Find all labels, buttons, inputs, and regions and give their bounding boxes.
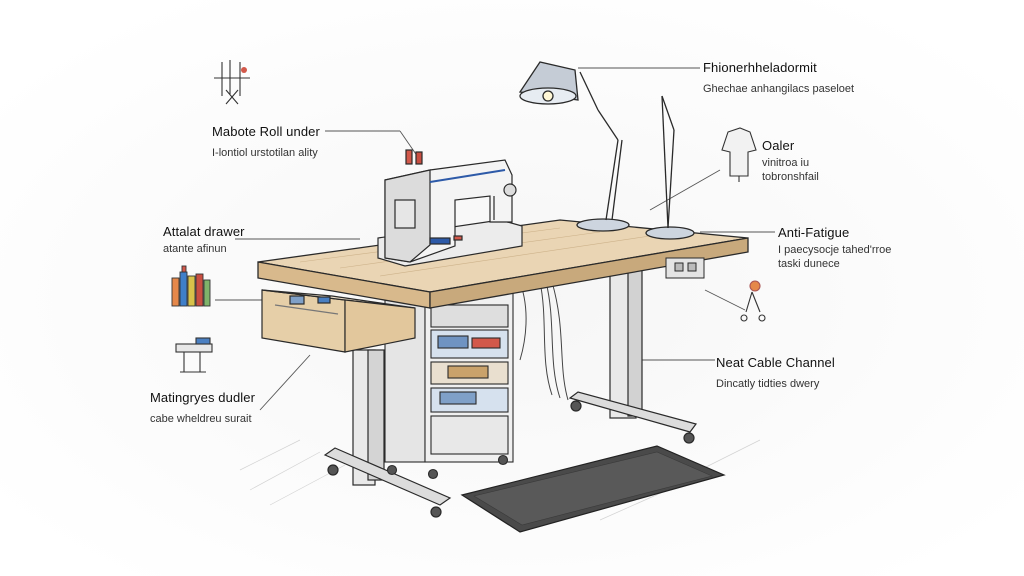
desk-legs bbox=[323, 267, 698, 518]
annotation-subtitle: cabe wheldreu surait bbox=[150, 413, 252, 425]
annotation-dress-form: Oaler vinitroa iu tobronshfail bbox=[762, 138, 819, 183]
annotation-subtitle: I paecysocje tahed'rroe bbox=[778, 244, 892, 256]
annotation-subtitle: tobronshfail bbox=[762, 171, 819, 183]
annotation-drawer: Attalat drawer atante afinun bbox=[163, 224, 245, 255]
sewing-machine bbox=[377, 149, 523, 267]
clamp-icon bbox=[175, 337, 213, 373]
annotation-roll-under: Mabote Roll under I-lontiol urstotilan a… bbox=[212, 124, 320, 159]
anti-fatigue-mat bbox=[460, 445, 726, 533]
annotation-subtitle: Dincatly tidties dwery bbox=[716, 378, 820, 390]
annotation-title: Oaler bbox=[762, 138, 795, 153]
desk-top bbox=[257, 219, 749, 309]
annotation-subtitle: atante afinun bbox=[163, 243, 227, 255]
annotation-mat-guides: Matingryes dudler cabe wheldreu surait bbox=[150, 390, 255, 425]
annotation-subtitle: vinitroa iu bbox=[762, 157, 810, 169]
scissors-icon bbox=[740, 280, 766, 322]
task-lamp bbox=[518, 61, 695, 240]
annotation-subtitle: I-lontiol urstotilan ality bbox=[212, 147, 318, 159]
rolling-cart bbox=[384, 291, 514, 480]
attached-drawer bbox=[261, 289, 416, 353]
annotation-subtitle: taski dunece bbox=[778, 258, 840, 270]
thread-spools-icon bbox=[171, 265, 211, 307]
annotation-anti-fatigue: Anti-Fatigue I paecysocje tahed'rroe tas… bbox=[778, 225, 891, 270]
annotation-subtitle: Ghechae anhangilacs paseloet bbox=[703, 83, 855, 95]
annotation-lamp: Fhionerhheladormit Ghechae anhangilacs p… bbox=[703, 60, 854, 95]
dress-form-icon bbox=[721, 127, 757, 182]
tools-icon bbox=[214, 60, 250, 105]
annotation-title: Anti-Fatigue bbox=[778, 225, 850, 240]
annotation-cable-channel: Neat Cable Channel Dincatly tidties dwer… bbox=[716, 355, 835, 390]
leader-lines bbox=[215, 67, 775, 411]
annotation-title: Fhionerhheladormit bbox=[703, 60, 817, 75]
annotation-title: Mabote Roll under bbox=[212, 124, 320, 139]
power-outlet bbox=[665, 257, 705, 279]
annotation-title: Matingryes dudler bbox=[150, 390, 256, 405]
annotation-title: Neat Cable Channel bbox=[716, 355, 835, 370]
annotation-title: Attalat drawer bbox=[163, 224, 245, 239]
